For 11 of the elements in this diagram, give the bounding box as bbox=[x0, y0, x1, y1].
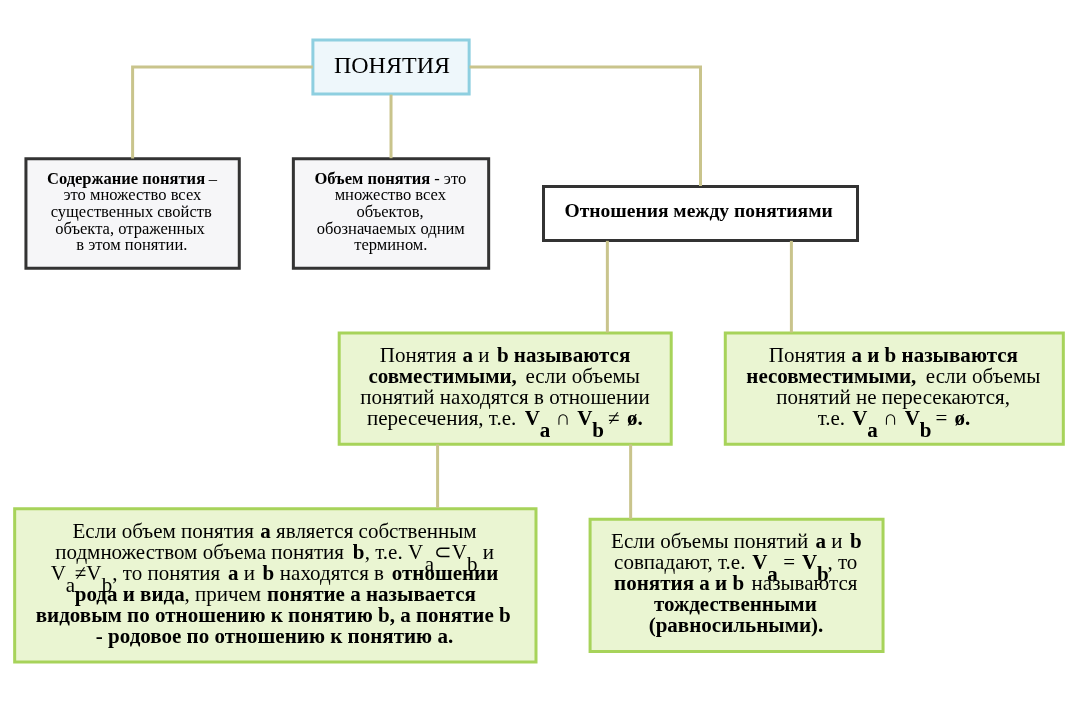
node-box: Отношения между понятиями bbox=[542, 185, 859, 243]
node-box: Объем понятия - это множество всех объектов, обозначаемых одним термином. bbox=[291, 157, 491, 270]
connector bbox=[605, 240, 609, 333]
connector bbox=[131, 65, 313, 159]
connector bbox=[389, 94, 393, 159]
connector bbox=[469, 65, 702, 186]
node-box: ПОНЯТИЯ bbox=[311, 38, 471, 96]
connector bbox=[436, 444, 440, 509]
node-box: Содержание понятия – это множество всех существенных свойств объекта, отраженных в этом понятии. bbox=[24, 157, 241, 270]
connector bbox=[629, 444, 633, 519]
connector bbox=[789, 240, 793, 333]
